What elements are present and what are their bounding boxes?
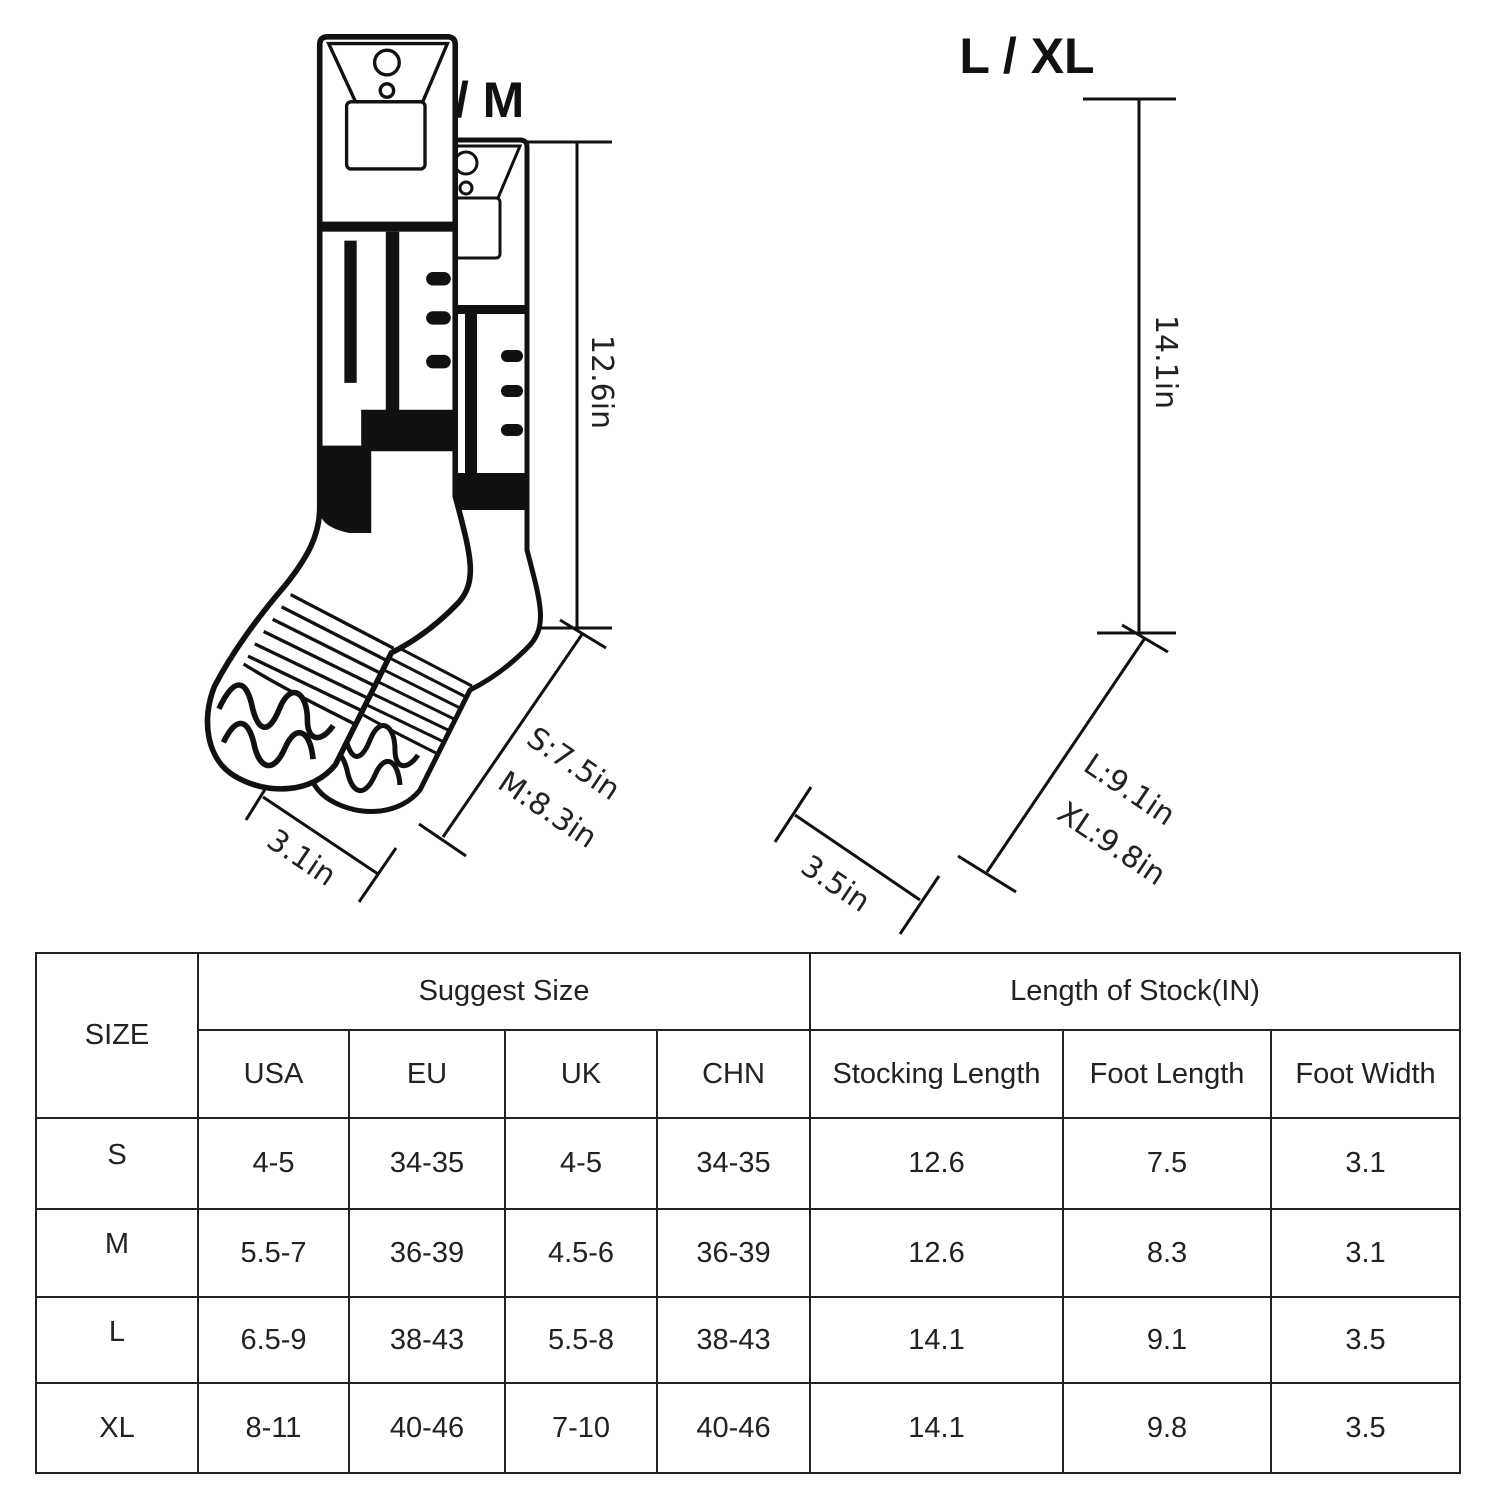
cell-foot-width: 3.1 <box>1270 1208 1462 1298</box>
suggest-size-header: Suggest Size <box>196 952 812 1031</box>
cell-foot-width: 3.5 <box>1270 1296 1462 1384</box>
sock-large-foot-length-dimension <box>957 623 1169 894</box>
cell-eu: 34-35 <box>348 1117 506 1210</box>
column-header-chn: CHN <box>655 1029 812 1119</box>
cell-foot-length: 9.1 <box>1062 1296 1273 1384</box>
sock-large-width-label: 3.5in <box>794 849 876 920</box>
sock-small-height-label: 12.6in <box>584 335 619 429</box>
table-row: S 4-5 34-35 4-5 34-35 12.6 7.5 3.1 <box>35 1117 1462 1210</box>
cell-chn: 34-35 <box>655 1117 812 1210</box>
length-of-stock-header: Length of Stock(IN) <box>809 952 1462 1031</box>
cell-chn: 40-46 <box>655 1382 812 1474</box>
sock-large-height-label: 14.1in <box>1148 315 1183 409</box>
cell-uk: 7-10 <box>504 1382 658 1474</box>
column-header-stocking-length: Stocking Length <box>809 1029 1065 1119</box>
cell-uk: 5.5-8 <box>504 1296 658 1384</box>
row-size: S <box>35 1117 199 1210</box>
cell-eu: 38-43 <box>348 1296 506 1384</box>
column-header-usa: USA <box>197 1029 350 1119</box>
size-header: SIZE <box>35 952 199 1119</box>
cell-uk: 4.5-6 <box>504 1208 658 1298</box>
row-size: XL <box>35 1382 199 1474</box>
cell-uk: 4-5 <box>504 1117 658 1210</box>
cell-foot-width: 3.5 <box>1270 1382 1462 1474</box>
cell-foot-length: 9.8 <box>1062 1382 1273 1474</box>
cell-foot-length: 7.5 <box>1062 1117 1273 1210</box>
cell-eu: 36-39 <box>348 1208 506 1298</box>
cell-chn: 36-39 <box>655 1208 812 1298</box>
cell-usa: 6.5-9 <box>197 1296 350 1384</box>
cell-stocking-length: 14.1 <box>809 1296 1065 1384</box>
sock-small-width-label: 3.1in <box>260 823 342 894</box>
table-row: L 6.5-9 38-43 5.5-8 38-43 14.1 9.1 3.5 <box>35 1296 1462 1384</box>
cell-eu: 40-46 <box>348 1382 506 1474</box>
table-row: XL 8-11 40-46 7-10 40-46 14.1 9.8 3.5 <box>35 1382 1462 1474</box>
sock-small-foot-length-dimension <box>418 618 607 858</box>
cell-foot-length: 8.3 <box>1062 1208 1273 1298</box>
column-header-foot-width: Foot Width <box>1270 1029 1462 1119</box>
size-chart-table: SIZE Suggest Size Length of Stock(IN) US… <box>35 952 1462 1474</box>
sock-diagrams: S / M 12.6in S:7.5in M:8.3in 3.1in L / X… <box>0 28 1183 935</box>
cell-foot-width: 3.1 <box>1270 1117 1462 1210</box>
column-header-uk: UK <box>504 1029 658 1119</box>
cell-stocking-length: 14.1 <box>809 1382 1065 1474</box>
cell-stocking-length: 12.6 <box>809 1117 1065 1210</box>
table-row: M 5.5-7 36-39 4.5-6 36-39 12.6 8.3 3.1 <box>35 1208 1462 1298</box>
row-size: L <box>35 1296 199 1384</box>
sock-large-width-dimension <box>773 786 941 935</box>
column-header-foot-length: Foot Length <box>1062 1029 1273 1119</box>
row-size: M <box>35 1208 199 1298</box>
cell-chn: 38-43 <box>655 1296 812 1384</box>
column-header-eu: EU <box>348 1029 506 1119</box>
cell-usa: 4-5 <box>197 1117 350 1210</box>
sock-large-title: L / XL <box>959 28 1094 84</box>
cell-usa: 8-11 <box>197 1382 350 1474</box>
cell-stocking-length: 12.6 <box>809 1208 1065 1298</box>
cell-usa: 5.5-7 <box>197 1208 350 1298</box>
